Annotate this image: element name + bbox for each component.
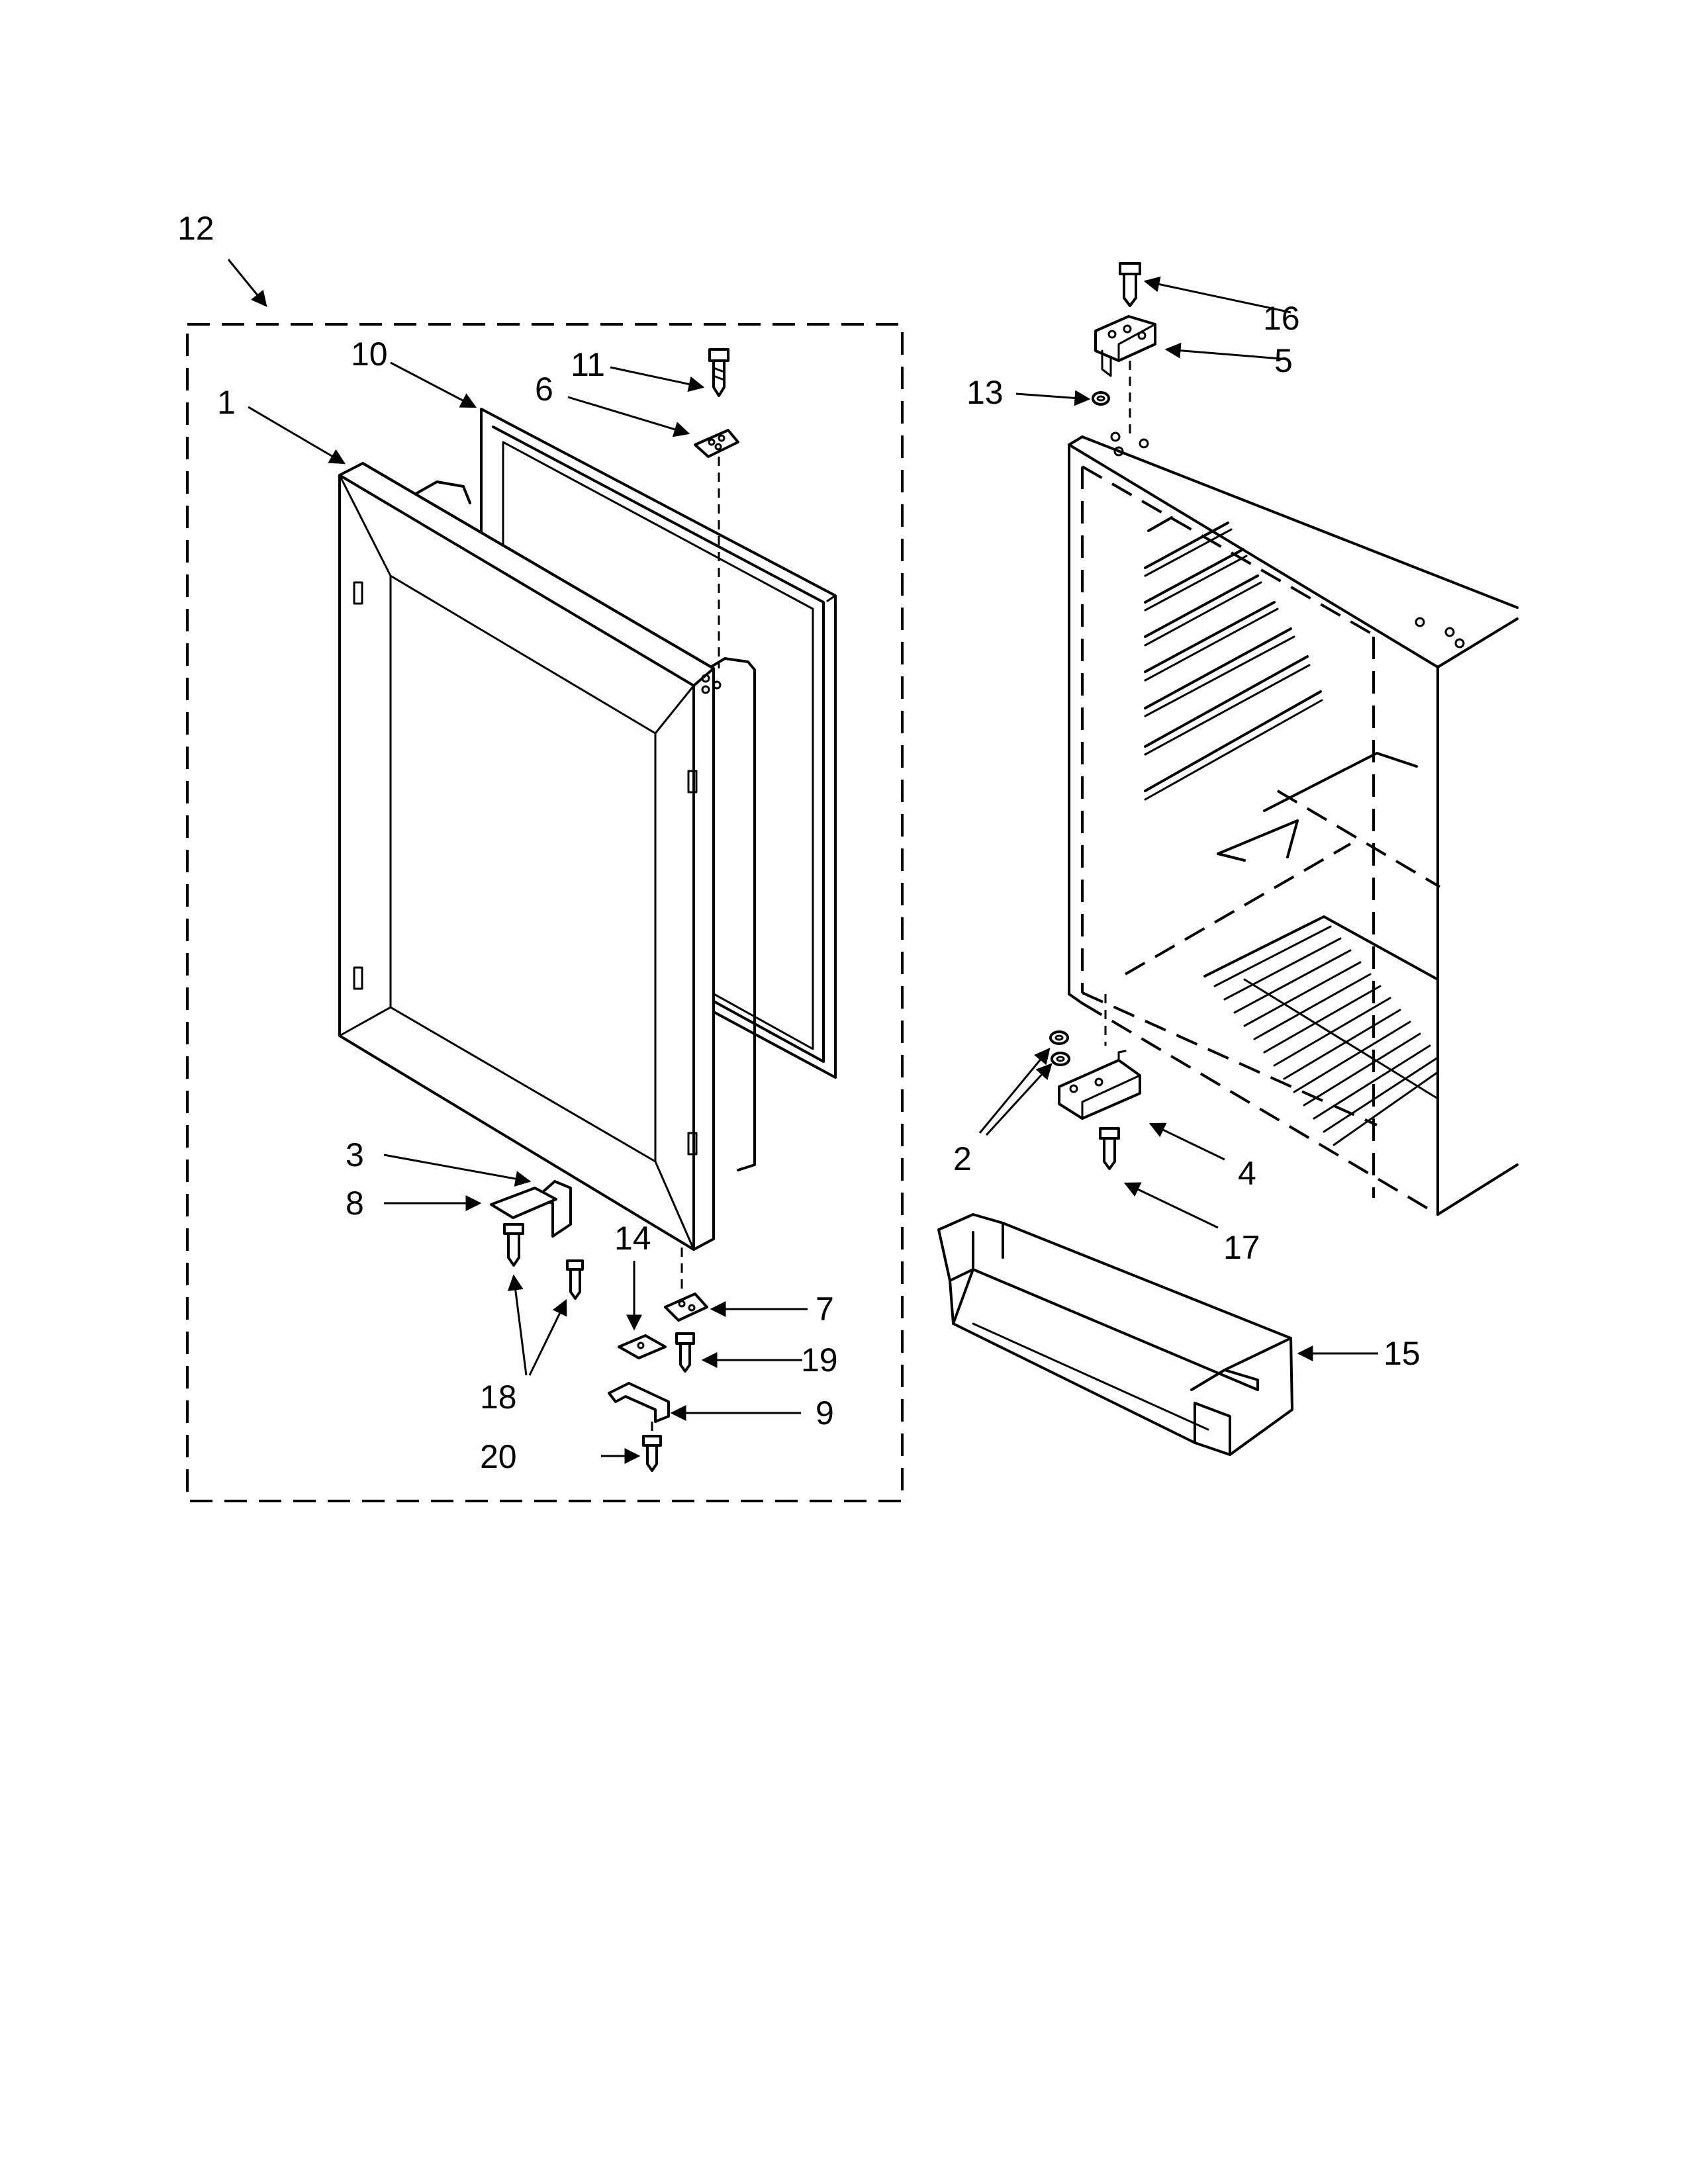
bracket-screw-right [566, 1259, 584, 1300]
hinge-washer-part [1092, 391, 1110, 406]
cover-screw-part [642, 1435, 662, 1472]
hinge-screw-part [708, 348, 729, 397]
callout-19: 19 [801, 1342, 838, 1379]
callout-1: 1 [217, 384, 236, 421]
callout-20: 20 [480, 1438, 517, 1475]
stop-bracket-part [490, 1187, 557, 1219]
callout-17: 17 [1223, 1229, 1260, 1266]
hinge-shim-part [618, 1334, 667, 1359]
callout-arrow-16 [1143, 276, 1291, 314]
cabinet-hinge-screw-17-part [1099, 1127, 1120, 1170]
callout-arrow-11 [610, 366, 705, 392]
callout-9: 9 [816, 1394, 834, 1432]
callout-5: 5 [1274, 342, 1293, 379]
callout-arrow-6 [567, 396, 690, 437]
callout-8: 8 [346, 1185, 364, 1222]
hinge-screw-19-part [675, 1332, 695, 1373]
cabinet-vent-louvers [1144, 516, 1323, 801]
callout-15: 15 [1383, 1335, 1421, 1372]
cabinet-top-hinge-part [1094, 315, 1156, 377]
callout-arrow-3 [383, 1154, 532, 1187]
cabinet-floor-grille [1203, 915, 1439, 1146]
door-bin-part [937, 1213, 1293, 1456]
door-panel-part [338, 462, 722, 1251]
callout-12: 12 [177, 210, 214, 247]
callout-arrow-10 [390, 361, 477, 408]
callout-4: 4 [1238, 1155, 1256, 1192]
callout-arrow-2a [978, 1048, 1051, 1134]
cabinet-shelf-outline [1217, 752, 1418, 862]
callout-arrow-2b [985, 1063, 1053, 1136]
callout-2: 2 [953, 1140, 972, 1177]
callout-3: 3 [346, 1136, 364, 1173]
cabinet-bottom-hinge-part [1058, 1050, 1141, 1120]
washers-part [1049, 1030, 1070, 1066]
callout-arrow-12 [227, 259, 267, 307]
callout-11: 11 [571, 346, 605, 383]
callout-13: 13 [966, 374, 1004, 411]
callout-arrow-13 [1015, 390, 1091, 406]
door-stop-part [535, 1180, 572, 1238]
bracket-screw-left [503, 1223, 524, 1267]
callout-arrow-4 [1149, 1122, 1225, 1161]
hinge-cover-part [608, 1382, 670, 1423]
callout-7: 7 [816, 1291, 834, 1328]
callout-18: 18 [480, 1379, 517, 1416]
callout-6: 6 [535, 371, 553, 408]
bottom-door-hinge-part [664, 1293, 708, 1322]
door-liner-part [416, 480, 756, 1171]
callout-14: 14 [614, 1220, 651, 1257]
callout-arrow-18a [507, 1274, 528, 1376]
callout-arrow-17 [1123, 1182, 1219, 1229]
callout-arrow-18b [528, 1298, 567, 1376]
cabinet-hinge-screw-part [1119, 262, 1141, 307]
callout-arrow-1 [248, 406, 346, 465]
callout-16: 16 [1263, 300, 1300, 337]
cabinet-part [1068, 432, 1519, 1216]
callout-10: 10 [351, 336, 388, 373]
callout-arrow-5 [1164, 342, 1282, 360]
top-door-hinge-part [694, 429, 739, 458]
door-assembly-boundary [186, 323, 904, 1502]
